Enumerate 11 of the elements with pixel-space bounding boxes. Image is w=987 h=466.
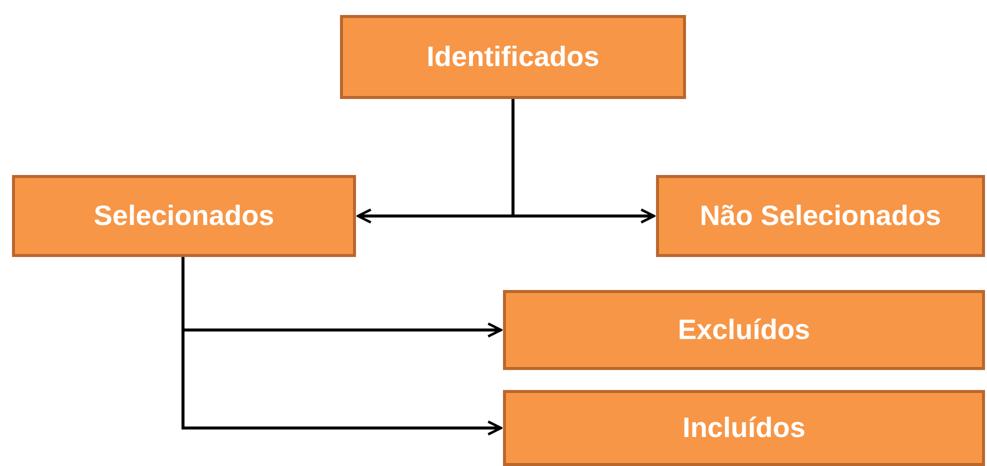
box-label: Incluídos: [682, 412, 806, 444]
box-label: Excluídos: [678, 314, 810, 346]
box-label: Selecionados: [94, 200, 274, 232]
process-box: [12, 175, 356, 257]
box-label: Identificados: [426, 41, 600, 73]
process-box: [503, 290, 985, 370]
process-box: [340, 15, 686, 99]
connector-arrow: [512, 99, 656, 224]
box-label: Não Selecionados: [700, 200, 942, 232]
process-box: [656, 175, 985, 257]
process-box: [503, 390, 985, 466]
